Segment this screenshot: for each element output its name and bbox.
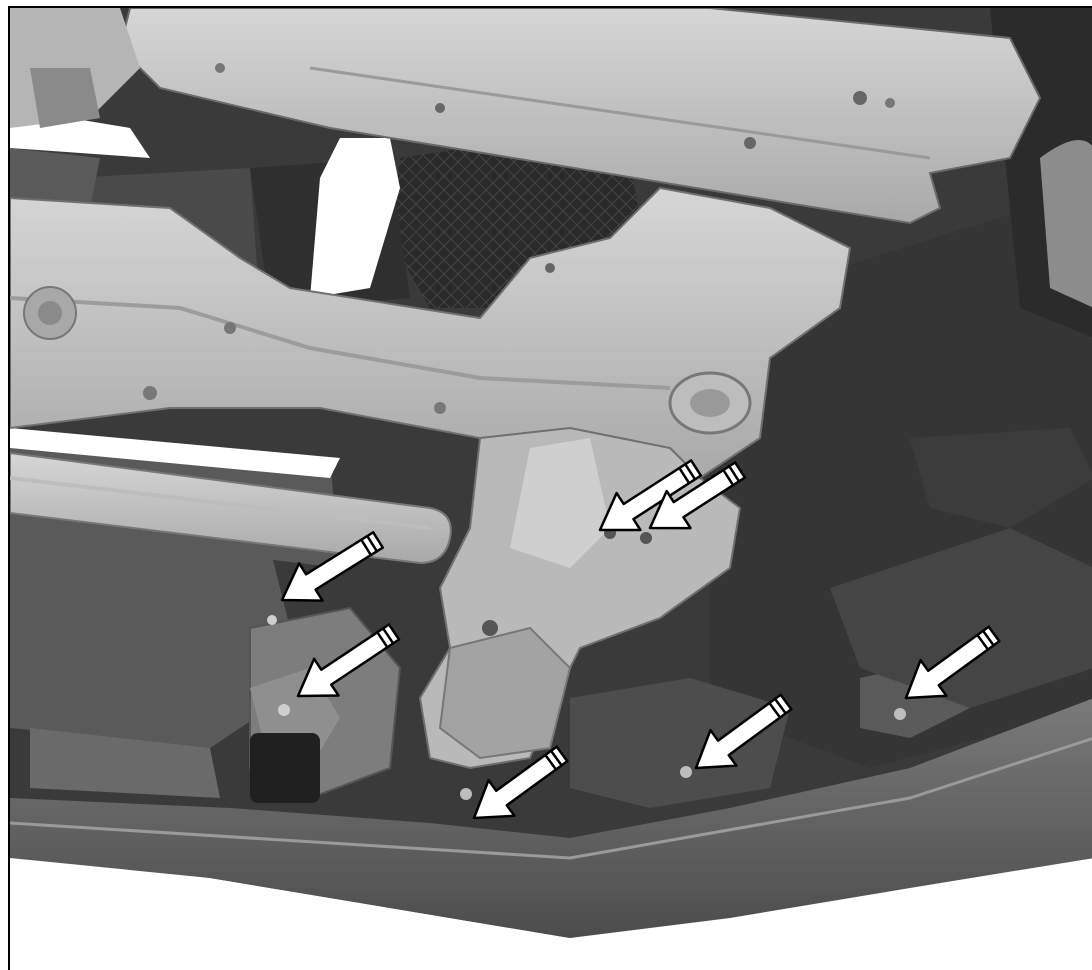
callout-arrow-6-stripe bbox=[768, 702, 782, 719]
callout-arrow-5 bbox=[472, 745, 569, 820]
callout-arrow-5-stripe bbox=[544, 754, 557, 771]
left-upper-components bbox=[10, 8, 140, 208]
callout-arrow-2 bbox=[296, 623, 401, 698]
callout-arrow-7-stripe bbox=[982, 630, 995, 647]
bumper-fascia bbox=[10, 698, 1092, 938]
front-subframe bbox=[10, 186, 852, 480]
callout-arrow-1 bbox=[280, 531, 385, 602]
callout-arrow-6-stripe bbox=[774, 698, 787, 715]
callout-arrow-5-stripe bbox=[550, 750, 563, 767]
callout-arrow-1-stripe bbox=[366, 535, 378, 553]
callout-arrow-4-stripe bbox=[722, 469, 735, 486]
callout-arrow-2-stripe bbox=[376, 631, 389, 648]
underbody-crossmember-illustration bbox=[10, 8, 1092, 970]
callout-arrow-2-stripe bbox=[382, 627, 395, 645]
lower-right-brackets bbox=[460, 428, 1092, 808]
callout-arrow-3 bbox=[598, 459, 703, 532]
callout-arrows bbox=[280, 459, 1001, 820]
stabilizer-tube bbox=[10, 451, 452, 565]
callout-arrow-3-stripe bbox=[684, 463, 697, 481]
illustration-frame bbox=[8, 6, 1092, 970]
callout-arrow-1-stripe bbox=[360, 539, 372, 556]
callout-arrow-3-stripe bbox=[678, 467, 691, 484]
upper-crossmember bbox=[118, 8, 1042, 225]
callout-arrow-7-stripe bbox=[976, 634, 989, 651]
callout-arrow-4 bbox=[648, 461, 747, 530]
callout-arrow-7 bbox=[904, 625, 1001, 700]
callout-arrow-4-stripe bbox=[728, 465, 741, 483]
